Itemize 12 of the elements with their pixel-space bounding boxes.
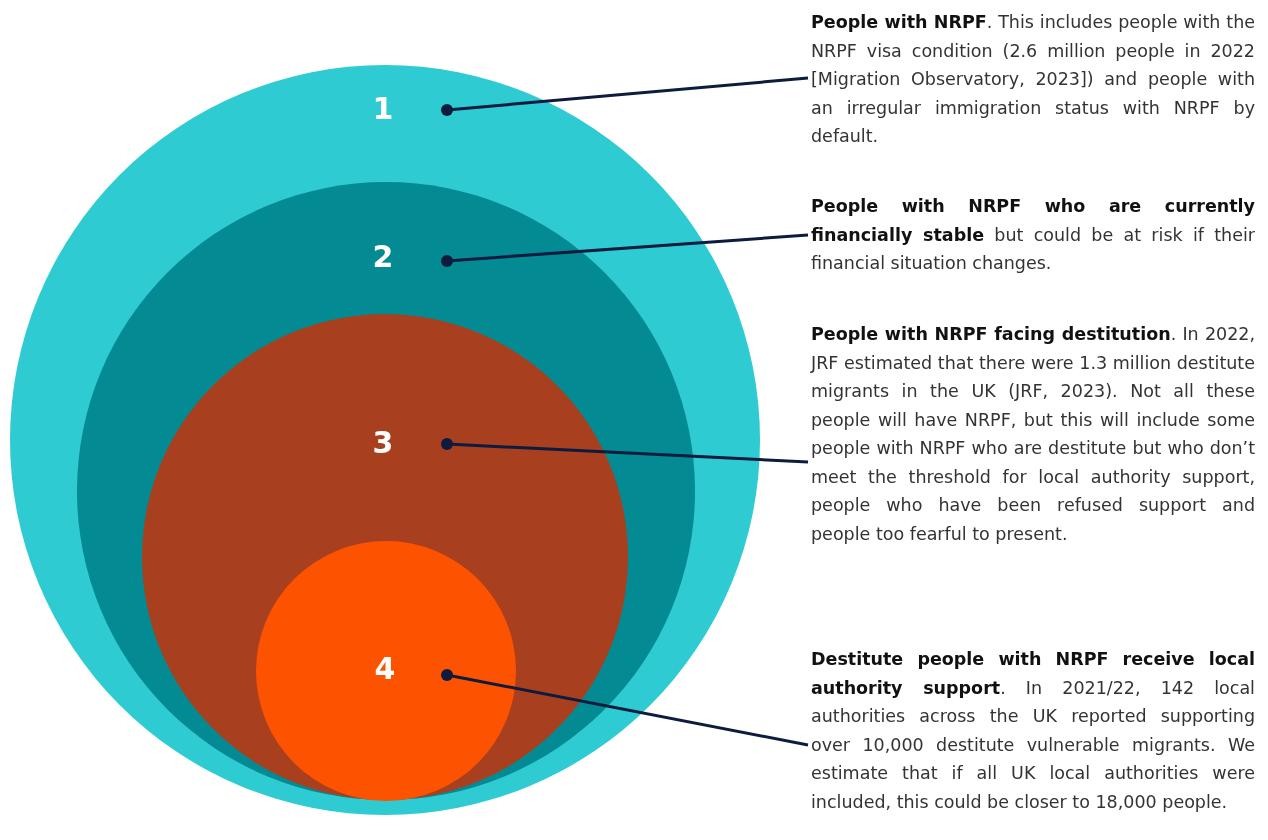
leader-line xyxy=(441,438,809,464)
description-text: People with NRPF facing destitution. In 2022, JRF estimated that there were 1.3 million destitute migrants in the UK (JRF, 2023). Not all these people will have NRPF, but this will include some people with NRPF who are destitute but who don’t meet the threshold for local authority support, people who have been refused support and people too fearful to present. xyxy=(811,320,1255,548)
circle-number: 3 xyxy=(372,424,394,460)
leader-line xyxy=(441,233,809,267)
description-text: People with NRPF. This includes people with the NRPF visa condition (2.6 million people in 2022 [Migration Observatory, 2023]) and people with an irregular immigration status with NRPF by default. xyxy=(811,8,1255,151)
circle-number: 4 xyxy=(374,650,396,686)
description-text: Destitute people with NRPF receive local authority support. In 2021/22, 142 local authorities across the UK reported supporting over 10,000 destitute vulnerable migrants. We estimate that if all UK local authorities were included, this could be closer to 18,000 people. xyxy=(811,645,1255,816)
leader-line xyxy=(441,76,809,116)
circle-number: 1 xyxy=(372,90,394,126)
leader-line xyxy=(441,669,809,747)
circle-number: 2 xyxy=(372,238,394,274)
description-text: People with NRPF who are currently financially stable but could be at risk if their financial situation changes. xyxy=(811,192,1255,278)
